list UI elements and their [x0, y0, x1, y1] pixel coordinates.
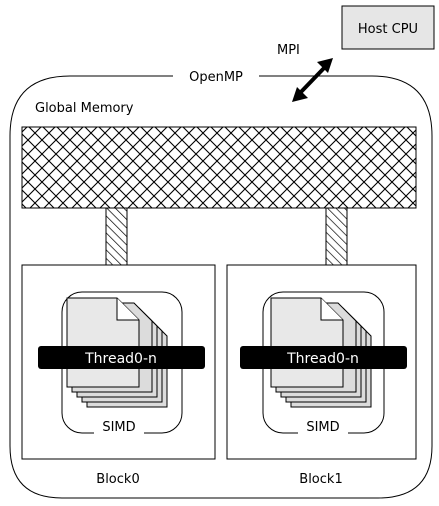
thread-label-block0: Thread0-n: [84, 351, 157, 367]
openmp-container: [9, 75, 433, 499]
host-cpu-box: Host CPU: [341, 5, 435, 50]
openmp-label: OpenMP: [189, 70, 243, 85]
block0-label: Block0: [96, 472, 139, 487]
mpi-label: MPI: [277, 43, 300, 58]
global-memory-bar: [21, 126, 417, 209]
memory-connector-block0: [105, 207, 128, 266]
block1-label: Block1: [299, 472, 342, 487]
block1: SIMD Thread0-n: [226, 264, 417, 460]
thread-bar-block0: [38, 346, 205, 369]
global-memory-label: Global Memory: [35, 101, 134, 116]
host-cpu-label: Host CPU: [358, 22, 418, 37]
memory-connector-block1: [325, 207, 348, 266]
block0: SIMD Thread0-n: [21, 264, 216, 460]
mpi-arrow: [292, 58, 333, 102]
simd-label-block0: SIMD: [102, 420, 135, 435]
simd-label-block1: SIMD: [306, 420, 339, 435]
thread-label-block1: Thread0-n: [286, 351, 359, 367]
thread-bar-block1: [240, 346, 407, 369]
